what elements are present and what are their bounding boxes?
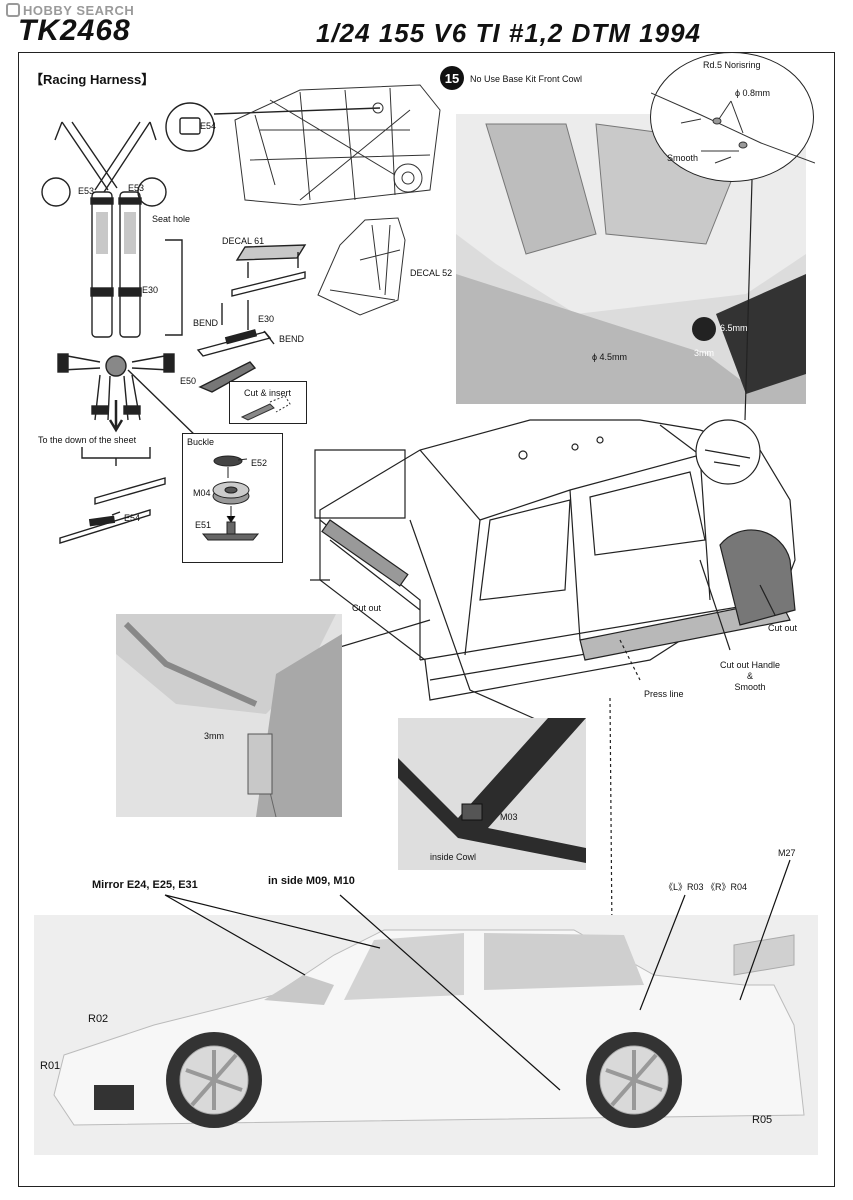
label-e54-bottom: E54	[124, 513, 141, 523]
detail-diameter: ϕ 0.8mm	[735, 88, 771, 98]
label-e50: E50	[180, 376, 197, 386]
label-e30-bend: E30	[258, 314, 275, 324]
label-m04: M04	[193, 488, 211, 498]
step-note: No Use Base Kit Front Cowl	[470, 74, 583, 84]
product-code: TK2468	[18, 14, 131, 47]
buckle-sketch	[201, 455, 260, 541]
label-e51: E51	[195, 520, 212, 530]
label-e53-left: E53	[78, 186, 95, 196]
hobby-search-logo-icon	[6, 3, 20, 17]
detail-smooth: Smooth	[667, 153, 699, 163]
label-cut-out-handle: Cut out Handle & Smooth	[720, 660, 781, 692]
label-hole-diameter: ϕ 4.5mm	[592, 352, 628, 362]
label-e52: E52	[251, 458, 268, 468]
label-inside-m09-m10: in side M09, M10	[268, 875, 355, 887]
label-3mm-photo: 3mm	[204, 731, 224, 741]
label-offset-3mm: 3mm	[694, 348, 714, 358]
label-down-sheet: To the down of the sheet	[38, 435, 137, 445]
label-inside-cowl: inside Cowl	[430, 852, 477, 862]
buckle-box: Buckle E52 M04 E51	[182, 433, 283, 563]
rear-fender-photo	[456, 114, 806, 404]
detail-title: Rd.5 Norisring	[703, 60, 761, 70]
rear-fender-photo-sketch	[456, 114, 806, 404]
cut-insert-label: Cut & insert	[244, 388, 292, 398]
finished-car-photo	[34, 915, 818, 1155]
detail-sketch	[651, 92, 815, 164]
cut-insert-box: Cut & insert	[229, 381, 307, 424]
inside-cowl-photo-sketch	[398, 718, 586, 870]
label-bend-1: BEND	[193, 318, 219, 328]
label-cut-out-left: Cut out	[352, 603, 382, 613]
page-title: 1/24 155 V6 TI #1,2 DTM 1994	[316, 18, 701, 48]
cowl-corner-photo-sketch	[116, 614, 342, 817]
inside-cowl-photo	[398, 718, 586, 870]
cut-insert-sketch	[240, 395, 291, 421]
label-e54-top: E54	[200, 121, 217, 131]
label-r05: R05	[752, 1114, 773, 1126]
step-number-badge: 15	[440, 66, 464, 90]
section-title: 【Racing Harness】	[30, 72, 155, 87]
label-mirror: Mirror E24, E25, E31	[92, 879, 198, 891]
label-cut-out-right: Cut out	[768, 623, 798, 633]
watermark: HOBBY SEARCH	[6, 3, 134, 18]
label-bend-2: BEND	[279, 334, 305, 344]
cowl-corner-photo	[116, 614, 342, 817]
label-l-r: 《L》R03 《R》R04	[664, 882, 748, 892]
label-offset-6-5mm: 6.5mm	[720, 323, 748, 333]
label-r01: R01	[40, 1060, 61, 1072]
label-r02: R02	[88, 1013, 109, 1025]
label-e30: E30	[142, 285, 159, 295]
instruction-frame	[18, 52, 835, 1187]
label-decal-61: DECAL 61	[222, 236, 265, 246]
label-seat-hole: Seat hole	[152, 214, 191, 224]
finished-car-photo-sketch	[34, 915, 818, 1155]
buckle-title: Buckle	[187, 437, 215, 447]
label-m03: M03	[500, 812, 518, 822]
label-e53-right: E53	[128, 183, 145, 193]
label-press-line: Press line	[644, 689, 684, 699]
label-decal-52: DECAL 52	[410, 268, 453, 278]
norisring-detail: Rd.5 Norisring ϕ 0.8mm Smooth	[650, 52, 815, 182]
label-m27: M27	[778, 848, 796, 858]
